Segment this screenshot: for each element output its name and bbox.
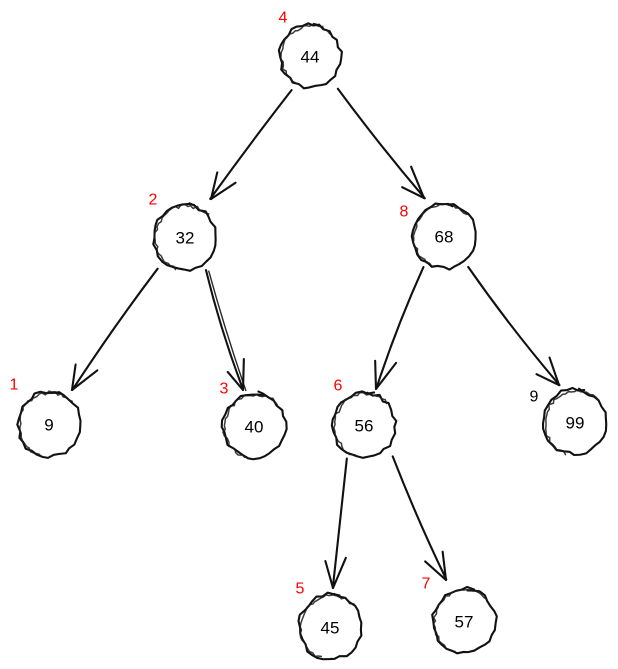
edges-layer — [70, 87, 561, 590]
node-order-label-68: 8 — [400, 204, 409, 221]
tree-node-9[interactable]: 9 — [16, 390, 82, 459]
node-value-text: 45 — [321, 619, 340, 638]
edge-arrowhead-stroke-2 — [331, 556, 347, 590]
node-outline — [220, 390, 288, 461]
edge-arrowhead-stroke-1 — [209, 171, 219, 201]
node-value-text: 44 — [301, 48, 320, 67]
tree-edge-n32-to-n9 — [70, 267, 159, 392]
node-value-text: 99 — [566, 414, 585, 433]
edge-arrowhead-stroke-1 — [324, 559, 335, 590]
node-outline-overdraw — [412, 202, 468, 267]
node-outline — [152, 202, 217, 272]
node-value-text: 40 — [245, 418, 264, 437]
tree-node-99[interactable]: 99 — [542, 386, 608, 457]
edge-arrowhead-stroke-2 — [441, 550, 448, 582]
tree-node-44[interactable]: 44 — [277, 22, 343, 90]
node-value-text: 68 — [435, 228, 454, 247]
tree-node-57[interactable]: 57 — [431, 585, 498, 655]
edge-shaft — [71, 267, 159, 391]
edge-shaft — [336, 87, 426, 200]
node-outline-overdraw — [432, 588, 488, 653]
node-order-label-44: 4 — [279, 10, 288, 27]
tree-edge-n32-to-n40 — [204, 269, 247, 392]
node-outline — [431, 585, 498, 655]
edge-shaft — [204, 269, 245, 391]
node-order-label-32: 2 — [149, 192, 158, 209]
tree-edge-n44-to-n32 — [209, 89, 293, 201]
tree-edge-n68-to-n99 — [467, 265, 561, 387]
node-value-text: 9 — [44, 416, 53, 435]
edge-shaft — [375, 266, 425, 390]
edge-arrowhead-stroke-1 — [70, 363, 77, 392]
edge-arrowhead-stroke-2 — [241, 358, 245, 392]
edge-arrowhead-stroke-1 — [424, 560, 448, 582]
edge-shaft — [331, 457, 348, 589]
node-order-label-56: 6 — [334, 378, 343, 395]
edge-arrowhead-stroke-1 — [401, 186, 426, 200]
order-labels-layer: 4 2 8 1 3 6 9 5 7 — [10, 10, 539, 598]
edge-shaft — [467, 265, 561, 387]
node-outline-overdraw — [333, 391, 388, 456]
node-outline-overdraw — [19, 390, 74, 456]
node-order-label-9: 1 — [10, 377, 19, 394]
node-value-text: 56 — [355, 417, 374, 436]
node-outline — [542, 386, 608, 457]
edge-arrowhead-stroke-2 — [410, 165, 426, 200]
edge-arrowhead-stroke-2 — [374, 361, 398, 391]
tree-node-45[interactable]: 45 — [297, 591, 363, 661]
tree-edge-n56-to-n45 — [324, 457, 348, 590]
node-outline-overdraw — [544, 388, 600, 456]
edge-arrowhead-stroke-2 — [548, 356, 561, 387]
tree-node-68[interactable]: 68 — [410, 202, 477, 271]
tree-node-40[interactable]: 40 — [220, 390, 288, 461]
node-outline-overdraw — [153, 203, 210, 271]
tree-edge-n68-to-n56 — [374, 266, 425, 391]
edge-shaft-overdraw — [208, 270, 247, 392]
tree-node-56[interactable]: 56 — [330, 390, 398, 459]
node-value-text: 32 — [176, 229, 195, 248]
node-order-label-99: 9 — [530, 389, 539, 406]
node-outline-overdraw — [222, 393, 278, 458]
node-outline-overdraw — [299, 594, 355, 658]
node-order-label-57: 7 — [422, 576, 431, 593]
edge-arrowhead-stroke-1 — [226, 370, 245, 392]
node-outline — [330, 390, 398, 459]
node-order-label-45: 5 — [296, 581, 305, 598]
tree-edge-n44-to-n68 — [336, 87, 426, 200]
node-outline-overdraw — [280, 24, 332, 87]
edge-shaft — [391, 455, 448, 581]
edge-arrowhead-stroke-2 — [209, 181, 237, 201]
node-outline — [277, 22, 343, 90]
edge-arrowhead-stroke-1 — [535, 373, 561, 387]
edge-arrowhead-stroke-2 — [70, 369, 99, 392]
tree-node-32[interactable]: 32 — [152, 202, 217, 272]
edge-shaft — [209, 89, 293, 200]
tree-edge-n56-to-n57 — [391, 455, 448, 582]
node-value-text: 57 — [455, 613, 474, 632]
edge-arrowhead-stroke-1 — [374, 359, 378, 391]
node-order-label-40: 3 — [220, 381, 229, 398]
